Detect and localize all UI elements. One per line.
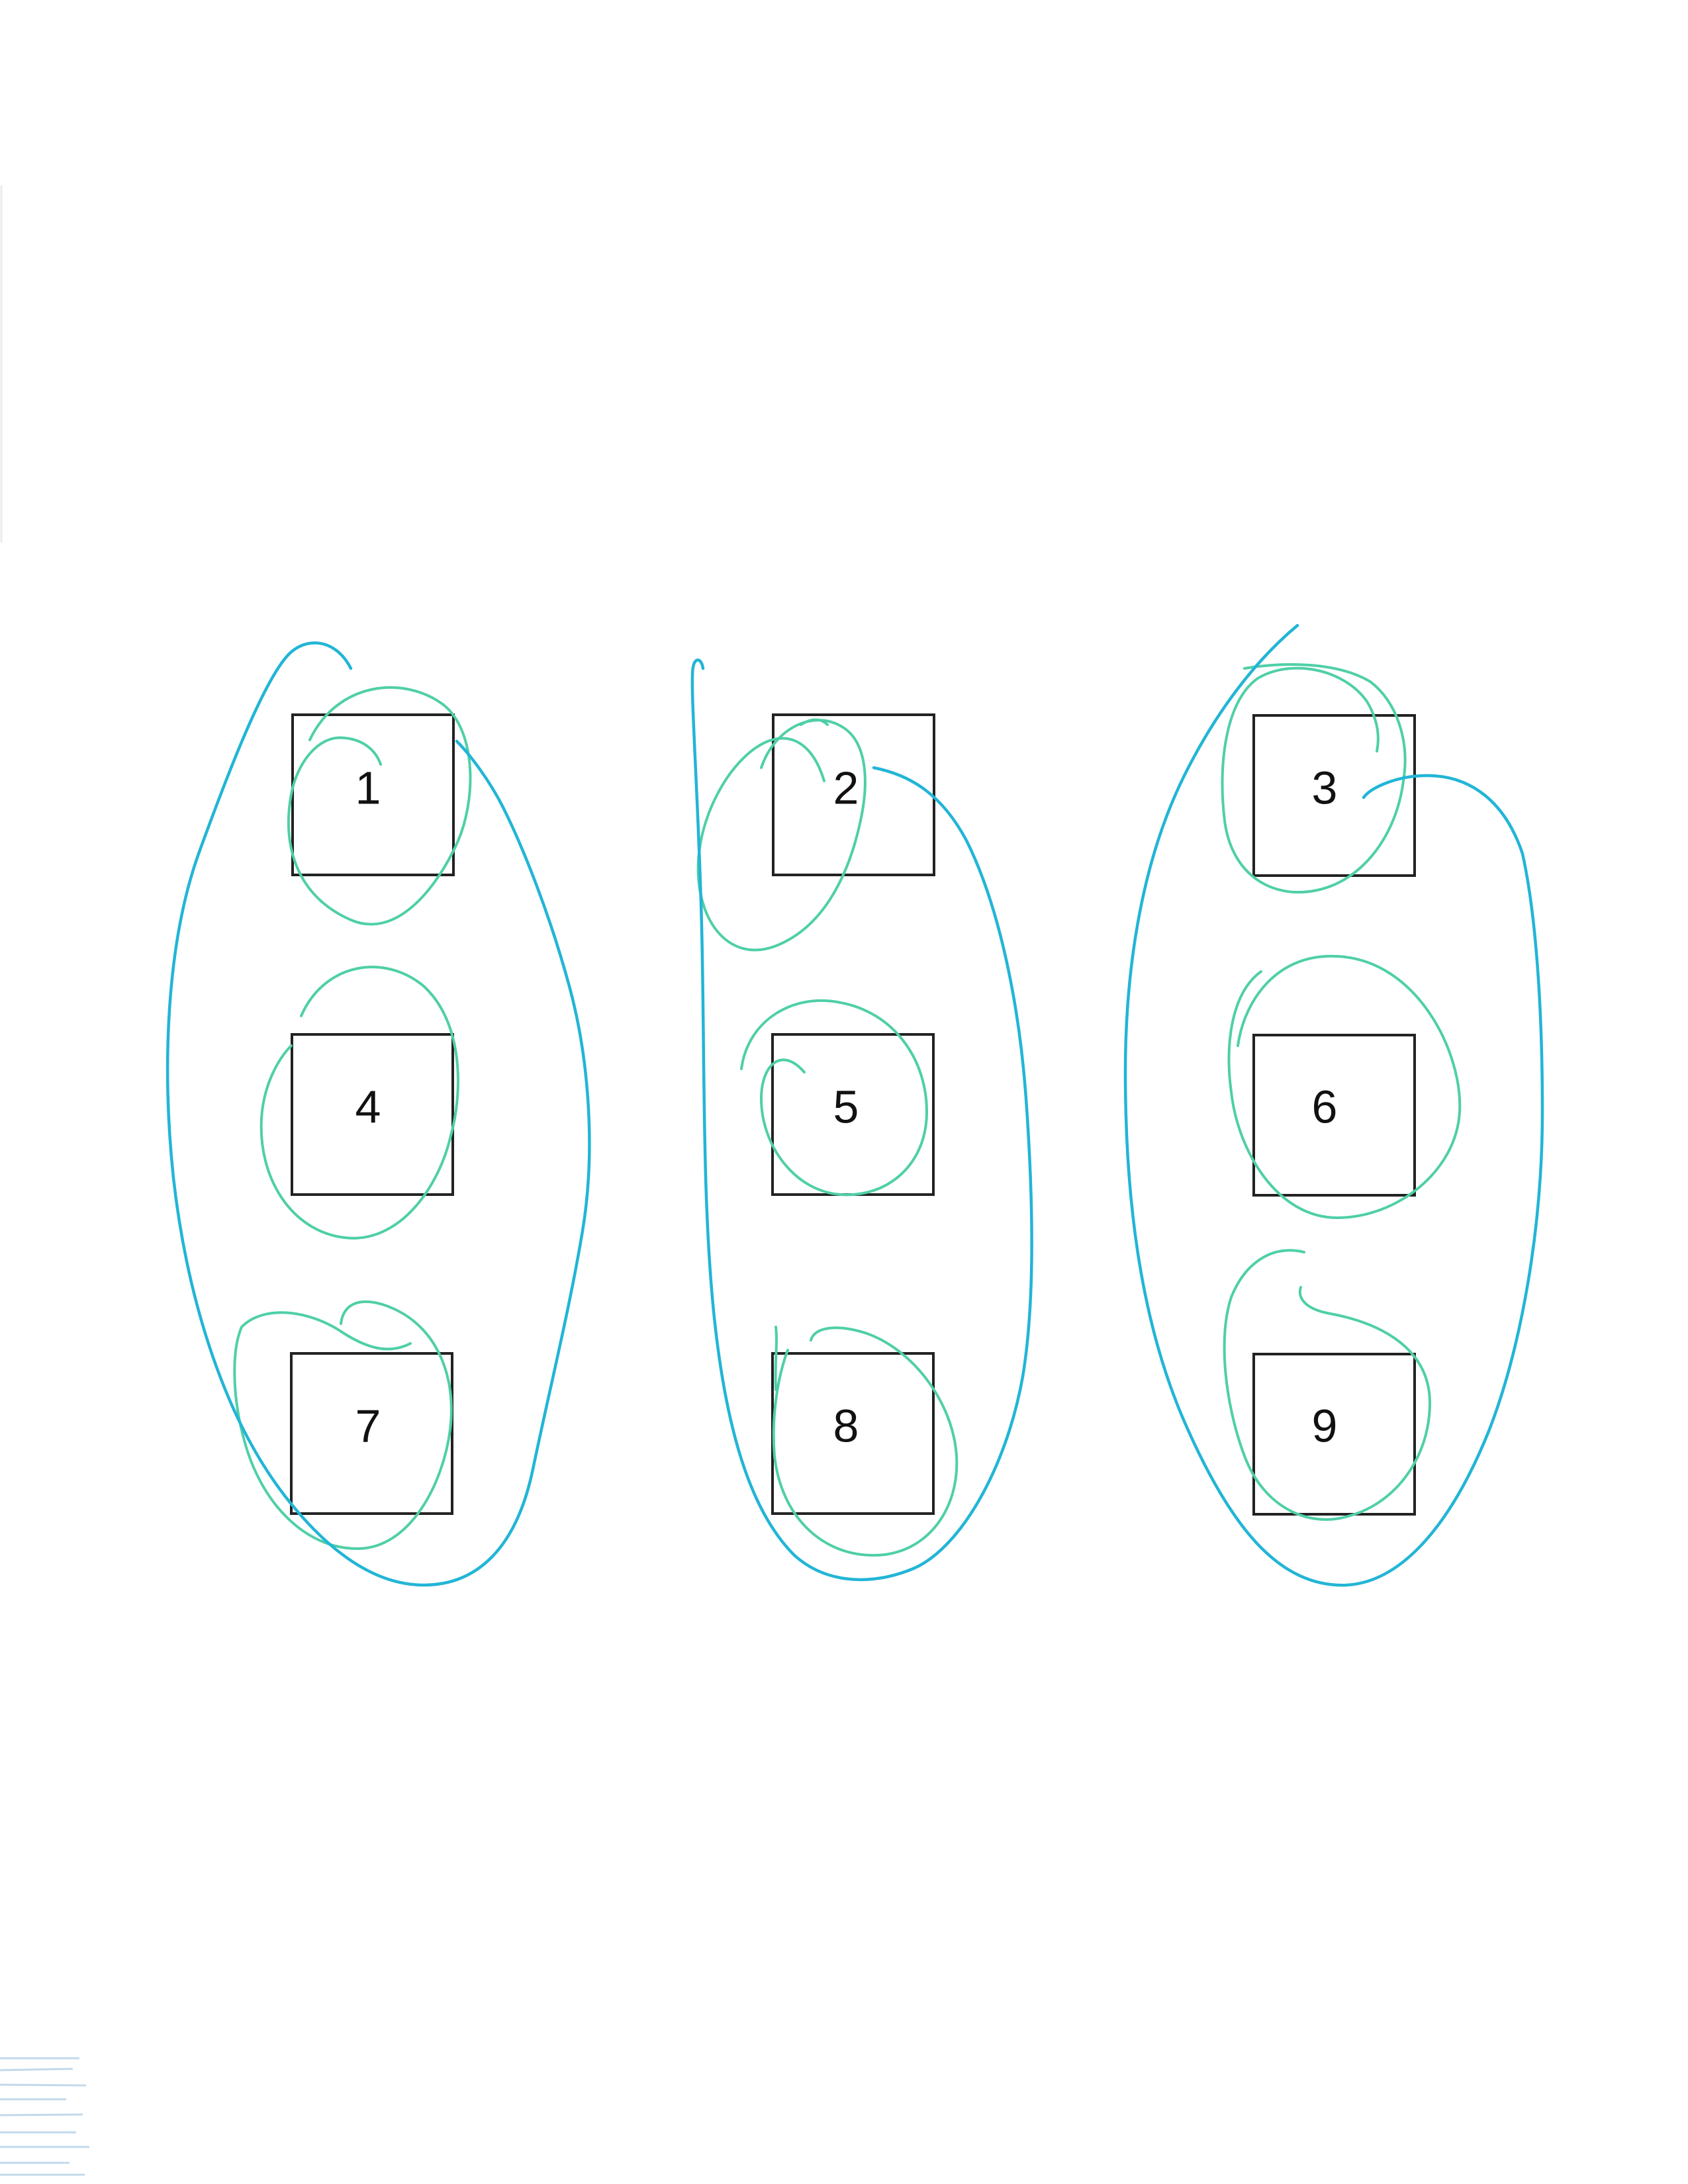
box-3: 3 xyxy=(1252,714,1416,877)
scan-artifact xyxy=(0,185,89,2176)
handdrawn-circle-6 xyxy=(1227,954,1462,1219)
box-label-6: 6 xyxy=(1312,1081,1338,1132)
box-label-8: 8 xyxy=(833,1400,859,1451)
handdrawn-group-loop-left xyxy=(165,641,591,1587)
handdrawn-circle-9 xyxy=(1223,1249,1431,1521)
box-2: 2 xyxy=(772,713,935,876)
box-label-7: 7 xyxy=(355,1400,381,1451)
box-label-9: 9 xyxy=(1312,1400,1338,1451)
box-4: 4 xyxy=(291,1033,454,1196)
box-7: 7 xyxy=(290,1352,453,1515)
box-1: 1 xyxy=(291,713,455,876)
handdrawn-circle-3 xyxy=(1221,663,1407,894)
box-label-2: 2 xyxy=(833,762,859,813)
handdrawn-circle-7 xyxy=(233,1300,453,1550)
box-6: 6 xyxy=(1252,1034,1416,1197)
box-label-5: 5 xyxy=(833,1081,859,1132)
handdrawn-circle-8 xyxy=(772,1326,959,1557)
handdrawn-circle-5 xyxy=(740,999,928,1197)
box-8: 8 xyxy=(771,1352,935,1515)
handdrawn-group-loop-middle xyxy=(690,659,1033,1581)
handdrawn-group-loop-right xyxy=(1123,623,1544,1587)
box-9: 9 xyxy=(1252,1353,1416,1516)
box-label-1: 1 xyxy=(355,762,381,813)
box-5: 5 xyxy=(771,1033,935,1196)
handdrawn-circle-1 xyxy=(287,686,472,926)
box-label-3: 3 xyxy=(1312,762,1338,813)
handdrawn-circle-4 xyxy=(259,966,459,1240)
handdrawn-circle-2 xyxy=(696,718,867,952)
box-label-4: 4 xyxy=(355,1081,381,1132)
